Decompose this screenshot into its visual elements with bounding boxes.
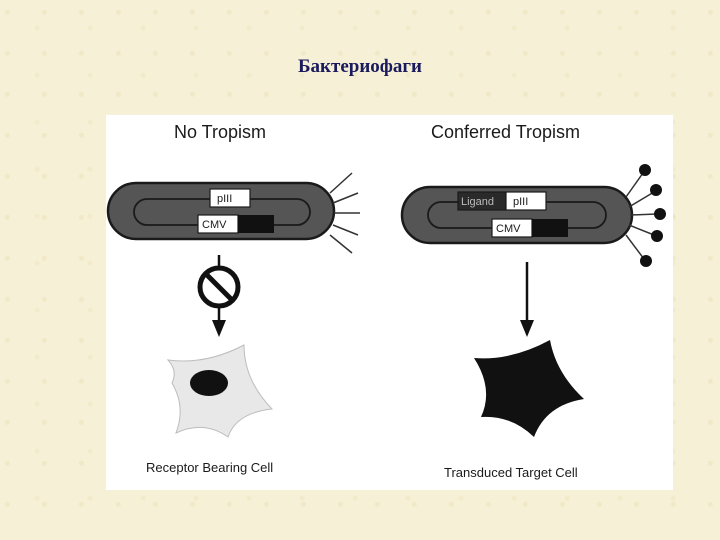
left-arrow-head (212, 320, 226, 337)
transduced-target-cell (474, 340, 584, 437)
right-cmv-label: CMV (496, 223, 521, 235)
left-cmv-label: CMV (202, 219, 227, 231)
left-reporter-gene (238, 215, 274, 233)
slide-title: Бактериофаги (297, 56, 422, 77)
ligand-label: Ligand (461, 196, 494, 208)
right-heading: Conferred Tropism (431, 122, 580, 142)
right-cell-label: Transduced Target Cell (444, 465, 578, 480)
left-coat-spikes (329, 172, 360, 254)
left-piii-label: pIII (217, 193, 232, 205)
right-piii-box (505, 191, 547, 211)
ligand-spikes (625, 164, 666, 267)
left-cell-label: Receptor Bearing Cell (146, 460, 273, 475)
right-phage: Ligand pIII CMV (400, 164, 666, 267)
right-reporter-gene (532, 219, 568, 237)
cell-nucleus (190, 370, 228, 396)
tropism-diagram: No Tropism pIII CMV (106, 122, 666, 480)
left-phage: pIII CMV (106, 172, 360, 254)
left-heading: No Tropism (174, 122, 266, 142)
left-piii-box (209, 188, 251, 208)
receptor-bearing-cell (166, 344, 274, 438)
no-entry-icon (197, 265, 241, 309)
right-piii-label: pIII (513, 196, 528, 208)
tropism-figure: No Tropism pIII CMV (106, 115, 673, 490)
right-arrow-head (520, 320, 534, 337)
